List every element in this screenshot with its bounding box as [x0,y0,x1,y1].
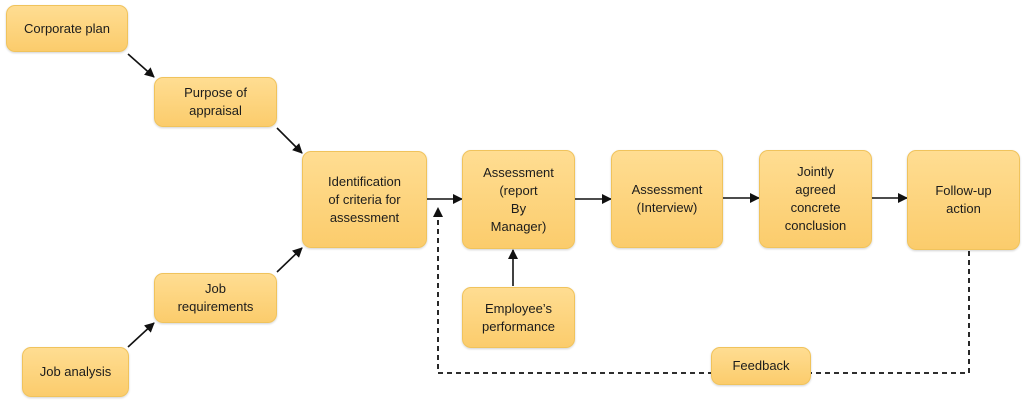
node-follow-up-action: Follow-up action [907,150,1020,250]
node-identification-of-criteria: Identification of criteria for assessmen… [302,151,427,248]
arrow-jobrequirements-to-identification [276,247,303,273]
node-corporate-plan: Corporate plan [6,5,128,52]
feedback-loop-connector [433,207,970,374]
arrow-corporate-to-purpose [127,53,155,78]
arrow-purpose-to-identification [276,127,303,154]
node-job-requirements: Job requirements [154,273,277,323]
node-job-analysis: Job analysis [22,347,129,397]
node-assessment-interview: Assessment (Interview) [611,150,723,248]
arrow-jobanalysis-to-jobrequirements [127,322,155,348]
node-employee-performance: Employee’s performance [462,287,575,348]
node-purpose-of-appraisal: Purpose of appraisal [154,77,277,127]
node-feedback: Feedback [711,347,811,385]
node-assessment-report: Assessment (report By Manager) [462,150,575,249]
node-jointly-agreed-conclusion: Jointly agreed concrete conclusion [759,150,872,248]
